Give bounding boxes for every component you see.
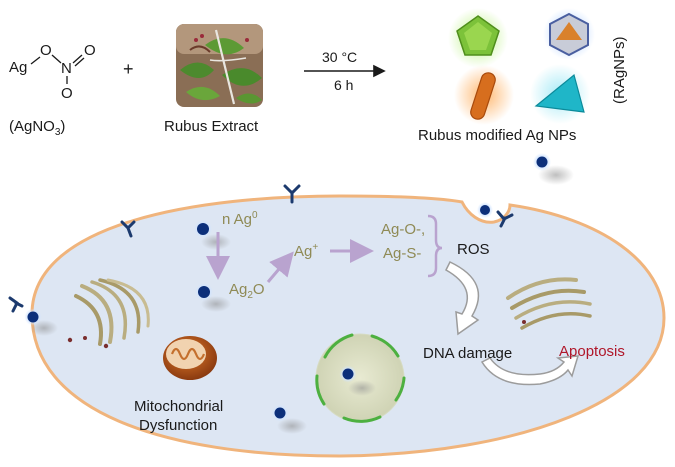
bond-ag-o [30, 56, 41, 65]
membrane-receptor [120, 220, 136, 238]
nanoparticle-pentagon [448, 8, 508, 68]
cell-membrane [30, 194, 666, 458]
silver-nitrate-structure: Ag O N O O (AgNO3) [9, 42, 96, 138]
cellular-nanoparticle [195, 283, 231, 312]
reaction-time: 6 h [334, 77, 353, 93]
nanoparticle-rod [454, 65, 514, 125]
bond-n-o-double-b [74, 57, 85, 67]
reaction-temperature: 30 °C [322, 49, 357, 65]
cellular-nanoparticle [194, 220, 231, 250]
mitochondrial-dysfunction-line1: Mitochondrial [134, 398, 223, 415]
oxygen-atom-label: O [61, 85, 73, 102]
nitrogen-atom-label: N [61, 60, 72, 77]
nucleus [315, 333, 406, 423]
golgi-apparatus [506, 277, 592, 330]
membrane-receptor [283, 184, 301, 204]
bond-n-o-double-a [72, 54, 83, 64]
apoptosis-label: Apoptosis [559, 343, 625, 360]
ros-to-dna-arrow [445, 261, 480, 336]
bond-o-n [51, 54, 62, 64]
silver-ion-label: Ag+ [294, 242, 318, 260]
free-silver-nanoparticle [533, 153, 574, 185]
oxidation-arrow [266, 251, 294, 283]
membrane-receptor [8, 296, 24, 313]
plus-sign: + [123, 59, 134, 79]
cellular-nanoparticle [271, 404, 307, 434]
silver-oxide-label: Ag2O [229, 281, 265, 301]
product-label: Rubus modified Ag NPs [418, 127, 576, 144]
silver-atom-label: n Ag0 [222, 210, 258, 228]
complex-label-line2: Ag-S- [383, 245, 421, 262]
ros-label: ROS [457, 241, 490, 258]
rubus-extract-label: Rubus Extract [164, 118, 259, 135]
rubus-plant-photo [176, 24, 263, 107]
mitochondrial-dysfunction-line2: Dysfunction [139, 417, 217, 434]
nanoparticle-hexagon [543, 8, 595, 60]
golgi-apparatus [67, 278, 150, 349]
internalizing-nanoparticle [477, 202, 493, 218]
complex-brace [427, 214, 443, 278]
oxygen-atom-label: O [40, 42, 52, 59]
complex-label-line1: Ag-O-, [381, 221, 425, 238]
nanoparticle-triangle [530, 64, 590, 124]
cellular-nanoparticle [24, 308, 58, 336]
membrane-receptor [496, 210, 514, 228]
mitochondrion [163, 336, 217, 380]
dna-damage-label: DNA damage [423, 345, 512, 362]
dna-to-apoptosis-arrow [480, 355, 580, 386]
product-abbreviation: (RAgNPs) [611, 36, 628, 104]
ag-atom-label: Ag [9, 59, 27, 76]
silver-nitrate-formula: (AgNO3) [9, 118, 65, 138]
oxygen-atom-label: O [84, 42, 96, 59]
